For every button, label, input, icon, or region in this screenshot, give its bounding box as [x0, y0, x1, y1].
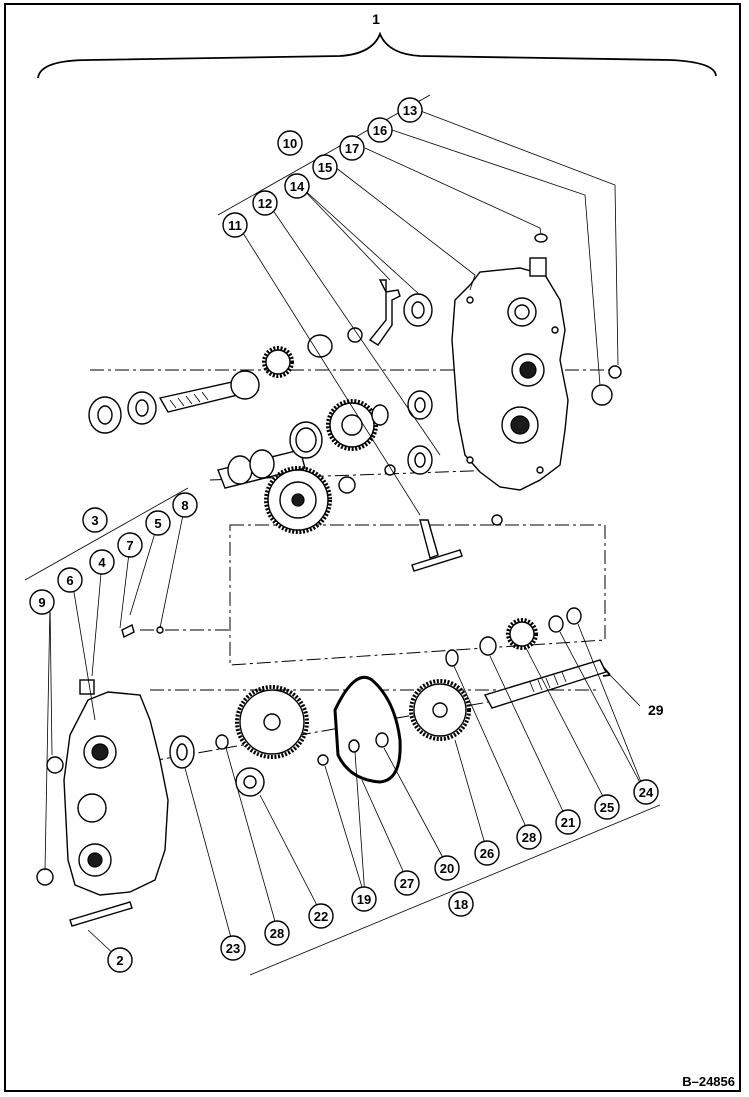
callout-25: 25 [594, 794, 620, 820]
callout-5: 5 [145, 510, 171, 536]
svg-text:11: 11 [228, 218, 242, 233]
callout-28-right: 28 [516, 824, 542, 850]
callout-19: 19 [351, 886, 377, 912]
callout-23: 23 [220, 935, 246, 961]
callout-24: 24 [633, 779, 659, 805]
shift-rod [411, 514, 503, 572]
svg-text:2: 2 [116, 953, 123, 968]
assembly-brace [37, 31, 717, 79]
upper-housing [451, 233, 569, 491]
svg-text:17: 17 [345, 141, 359, 156]
callout-4: 4 [89, 549, 115, 575]
upper-seals [403, 293, 622, 475]
callout-28-left: 28 [264, 920, 290, 946]
svg-text:19: 19 [357, 892, 371, 907]
svg-text:22: 22 [314, 909, 328, 924]
callout-20: 20 [434, 855, 460, 881]
counter-shaft [217, 399, 396, 534]
callout-15: 15 [312, 154, 338, 180]
callout-12: 12 [252, 190, 278, 216]
svg-text:8: 8 [181, 498, 188, 513]
svg-text:6: 6 [66, 573, 73, 588]
callouts: 13 16 10 17 15 14 12 11 8 5 3 7 4 6 9 2 … [29, 97, 659, 973]
lower-drive [169, 607, 607, 797]
shaft-label-29: 29 [648, 702, 664, 718]
svg-text:25: 25 [600, 800, 614, 815]
svg-text:28: 28 [270, 926, 284, 941]
svg-text:24: 24 [639, 785, 654, 800]
callout-14: 14 [284, 173, 310, 199]
leader-lines [44, 109, 646, 959]
lower-housing [36, 623, 169, 927]
callout-13: 13 [397, 97, 423, 123]
svg-text:21: 21 [561, 815, 575, 830]
callout-6: 6 [57, 567, 83, 593]
svg-text:27: 27 [400, 876, 414, 891]
callout-26: 26 [474, 840, 500, 866]
callout-11: 11 [222, 212, 248, 238]
svg-text:10: 10 [283, 136, 297, 151]
svg-text:23: 23 [226, 941, 240, 956]
svg-text:18: 18 [454, 897, 468, 912]
shift-fork-upper [368, 279, 401, 346]
callout-18: 18 [448, 891, 474, 917]
svg-text:4: 4 [98, 555, 106, 570]
svg-text:16: 16 [373, 123, 387, 138]
callout-2: 2 [107, 947, 133, 973]
svg-text:13: 13 [403, 103, 417, 118]
svg-text:15: 15 [318, 160, 332, 175]
callout-17: 17 [339, 135, 365, 161]
callout-10: 10 [277, 130, 303, 156]
callout-7: 7 [117, 532, 143, 558]
upper-input-shaft [88, 327, 363, 434]
callout-21: 21 [555, 809, 581, 835]
callout-16: 16 [367, 117, 393, 143]
svg-text:12: 12 [258, 196, 272, 211]
callout-8: 8 [172, 492, 198, 518]
callout-22: 22 [308, 903, 334, 929]
svg-text:5: 5 [154, 516, 161, 531]
svg-text:14: 14 [290, 179, 305, 194]
figure-id: B–24856 [682, 1074, 735, 1089]
svg-text:20: 20 [440, 861, 454, 876]
callout-27: 27 [394, 870, 420, 896]
assembly-label: 1 [372, 11, 380, 27]
svg-text:3: 3 [91, 513, 98, 528]
svg-text:7: 7 [126, 538, 133, 553]
callout-9: 9 [29, 589, 55, 615]
svg-text:28: 28 [522, 830, 536, 845]
svg-text:26: 26 [480, 846, 494, 861]
svg-text:9: 9 [38, 595, 45, 610]
callout-3: 3 [82, 507, 108, 533]
drawing-frame [4, 3, 741, 1092]
